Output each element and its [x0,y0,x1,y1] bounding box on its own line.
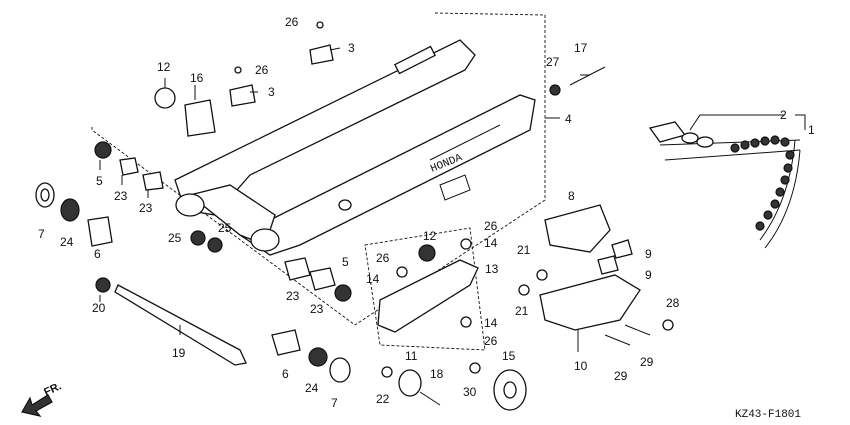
callout-1: 1 [808,123,815,137]
callout-25a: 25 [168,231,182,245]
callout-8: 8 [568,189,575,203]
upper-hardware [154,21,606,137]
callout-26c: 26 [484,219,498,233]
callout-15: 15 [502,349,516,363]
callout-13: 13 [485,262,499,276]
callout-25b: 25 [218,221,232,235]
drive-chain [648,121,801,249]
leader-lines [99,47,806,352]
callout-21a: 21 [517,243,531,257]
chain-guide-lower [539,274,641,331]
callout-6a: 6 [94,247,101,261]
callout-14c: 14 [484,316,498,330]
callout-23d: 23 [310,302,324,316]
callout-9b: 9 [645,268,652,282]
chain-slider-assembly [377,204,674,346]
callout-12b: 12 [423,229,437,243]
callout-5a: 5 [96,174,103,188]
callout-7b: 7 [331,396,338,410]
callout-27: 27 [546,55,560,69]
callout-29a: 29 [640,355,654,369]
callout-30: 30 [463,385,477,399]
callout-26e: 26 [484,334,498,348]
chain-guide-upper [544,204,611,253]
chain-links [730,135,795,231]
callout-20: 20 [92,301,106,315]
callout-18: 18 [430,367,444,381]
callout-16: 16 [190,71,204,85]
callout-2: 2 [780,108,787,122]
chain-master-link [648,121,714,148]
callout-12a: 12 [157,60,171,74]
callout-labels: 1 2 3 3 4 5 5 6 6 7 7 8 9 9 10 11 12 12 … [38,15,815,410]
callout-21b: 21 [515,304,529,318]
callout-9a: 9 [645,247,652,261]
callout-28: 28 [666,296,680,310]
callout-22: 22 [376,392,390,406]
callout-24b: 24 [305,381,319,395]
callout-14b: 14 [366,272,380,286]
callout-23b: 23 [139,201,153,215]
callout-26d: 26 [376,251,390,265]
callout-24a: 24 [60,235,74,249]
callout-19: 19 [172,346,186,360]
callout-23a: 23 [114,189,128,203]
callout-29b: 29 [614,369,628,383]
swingarm-outline-box [91,12,546,326]
callout-10: 10 [574,359,588,373]
swingarm: HONDA [174,39,536,256]
callout-3a: 3 [348,41,355,55]
callout-26b: 26 [255,63,269,77]
callout-4: 4 [565,112,572,126]
figure-code: KZ43-F1801 [735,409,801,421]
callout-7a: 7 [38,227,45,241]
front-direction-arrow: FR. [21,380,63,417]
callout-26a: 26 [285,15,299,29]
callout-5b: 5 [342,255,349,269]
chain-slider-outline-box [364,227,486,351]
callout-6b: 6 [282,367,289,381]
callout-17: 17 [574,41,588,55]
callout-23c: 23 [286,289,300,303]
callout-11: 11 [405,349,418,363]
callout-14a: 14 [484,236,498,250]
front-label: FR. [42,380,63,398]
callout-3b: 3 [268,85,275,99]
lower-hardware [190,230,527,411]
